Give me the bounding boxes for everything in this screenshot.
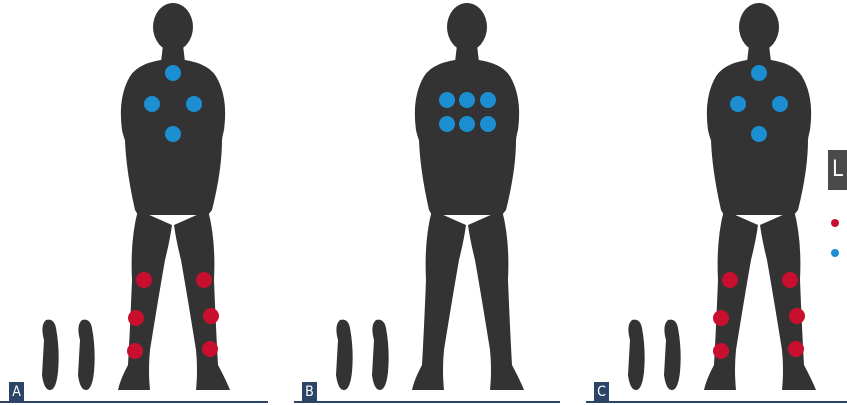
footprints [628, 320, 681, 390]
red-point [722, 272, 738, 288]
blue-dot-icon [831, 249, 839, 257]
red-point [713, 343, 729, 359]
red-dot-icon [831, 219, 839, 227]
panel-c: C [0, 0, 290, 405]
body-silhouette [704, 3, 816, 390]
legend-title: L [828, 150, 847, 190]
red-point [713, 310, 729, 326]
red-point [782, 272, 798, 288]
blue-point [772, 96, 788, 112]
blue-point [751, 126, 767, 142]
blue-point [730, 96, 746, 112]
legend-item-blue [830, 246, 847, 260]
panel-baseline [586, 401, 847, 403]
blue-point [751, 65, 767, 81]
red-point [788, 341, 804, 357]
red-point [789, 308, 805, 324]
legend-item-red [830, 216, 847, 230]
panel-label-c: C [594, 382, 609, 402]
